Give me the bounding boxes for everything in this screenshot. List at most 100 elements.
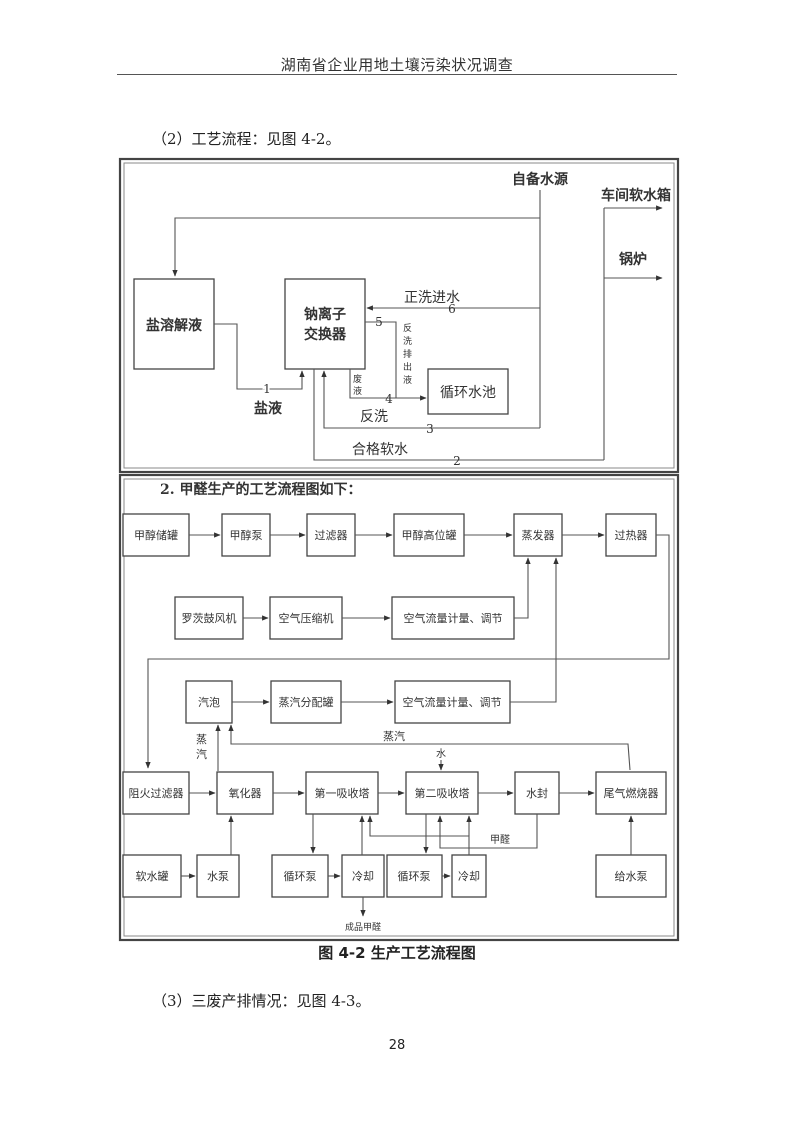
process-intro-paragraph: （2）工艺流程：见图 4-2。	[152, 130, 341, 148]
supply-to-salt-line	[172, 217, 540, 277]
svg-text:蒸: 蒸	[196, 733, 207, 746]
backwash-line	[321, 370, 540, 429]
flow-connector	[367, 815, 470, 855]
circ-pump-1-label: 循环泵	[284, 870, 317, 883]
n5-label: 5	[375, 315, 383, 329]
steam-drum-label: 汽泡	[198, 695, 220, 709]
n6-label: 6	[448, 302, 456, 316]
flow-connector	[145, 534, 670, 769]
methanol-head-tank-box	[393, 513, 465, 557]
frame-part1	[118, 157, 680, 474]
cooling-1-label: 冷却	[352, 870, 374, 883]
cooling-2-label: 冷却	[458, 870, 480, 883]
svg-text:废: 废	[353, 373, 362, 385]
brine-label: 盐液	[254, 400, 283, 417]
absorber-1-box	[305, 771, 379, 815]
svg-text:洗: 洗	[403, 335, 412, 347]
exchanger-label-line2: 交换器	[304, 326, 347, 343]
steam-vertical-label: 蒸 汽	[196, 733, 207, 761]
superheater-label: 过热器	[615, 529, 648, 542]
oxidizer-box	[216, 771, 274, 815]
circ-pump-1-box	[271, 854, 329, 898]
header-divider	[117, 74, 677, 75]
flow-connector	[437, 814, 538, 849]
soft-water-tank-label: 软水罐	[136, 869, 169, 883]
tail-gas-burner-label: 尾气燃烧器	[604, 786, 659, 800]
part2-title: 2. 甲醛生产的工艺流程图如下：	[160, 481, 362, 498]
svg-text:液: 液	[353, 385, 362, 397]
steam-label: 蒸汽	[383, 729, 405, 743]
absorber-1-label: 第一吸收塔	[315, 786, 370, 800]
superheater-box	[605, 513, 657, 557]
water-label: 水	[436, 748, 446, 760]
n4-label: 4	[385, 392, 393, 406]
page-number: 28	[388, 1038, 406, 1053]
methanol-head-tank-label: 甲醇高位罐	[402, 528, 457, 542]
air-flow-meter-2-label: 空气流量计量、调节	[403, 695, 502, 709]
brine-line	[214, 323, 305, 390]
circ-pump-2-label: 循环泵	[398, 870, 431, 883]
absorber-2-box	[405, 771, 479, 815]
flow-connector	[510, 557, 559, 703]
evaporator-box	[513, 513, 563, 557]
cooling-2-box	[451, 854, 487, 898]
svg-text:汽: 汽	[196, 747, 207, 761]
frame-border	[118, 473, 680, 942]
water-source-label: 自备水源	[512, 171, 568, 188]
n3-label: 3	[426, 422, 434, 436]
backwash-label: 反洗	[360, 409, 388, 425]
qualified-water-label: 合格软水	[352, 442, 408, 458]
air-flow-meter-2-box	[394, 680, 511, 724]
formaldehyde-diagram: 2. 甲醛生产的工艺流程图如下： 甲醇储罐 甲醇泵 过滤器 甲醇高位罐 蒸发器 …	[122, 481, 670, 933]
flame-arrester-label: 阻火过滤器	[129, 787, 184, 800]
flame-arrester-box	[122, 771, 190, 815]
waste-liquid-line	[349, 369, 427, 401]
roots-blower-box	[174, 596, 244, 640]
n2-label: 2	[453, 454, 461, 468]
waste-intro-paragraph: （3）三废产排情况：见图 4-3。	[152, 992, 371, 1010]
svg-text:排: 排	[403, 348, 412, 360]
page-header: 湖南省企业用地土壤污染状况调查	[280, 56, 514, 74]
steam-distributor-box	[270, 680, 342, 724]
water-seal-box	[514, 771, 560, 815]
filter-box	[306, 513, 356, 557]
water-pump-label: 水泵	[207, 870, 229, 883]
methanol-storage-box	[122, 513, 190, 557]
flow-connector	[514, 557, 531, 619]
figure-caption: 图 4-2 生产工艺流程图	[318, 944, 476, 962]
cooling-1-box	[341, 854, 385, 898]
evaporator-label: 蒸发器	[522, 528, 555, 542]
recycle-pool-box	[427, 368, 509, 415]
sodium-exchanger-box	[284, 278, 366, 370]
backwash-discharge-vertical-label: 反 洗 排 出 液	[403, 323, 412, 386]
methanol-pump-label: 甲醇泵	[230, 528, 263, 542]
n1-label-fg: 1	[263, 382, 271, 396]
forward-wash-label: 正洗进水	[404, 290, 460, 306]
frame-border	[118, 157, 680, 474]
steam-distributor-label: 蒸汽分配罐	[279, 695, 334, 709]
svg-text:反: 反	[403, 323, 412, 334]
svg-text:液: 液	[403, 374, 412, 386]
svg-text:出: 出	[403, 361, 412, 373]
oxidizer-label: 氧化器	[229, 786, 262, 800]
n1-label: 1	[263, 382, 271, 396]
circ-pump-2-box	[386, 854, 443, 898]
air-flow-meter-1-label: 空气流量计量、调节	[404, 611, 503, 625]
feed-pump-label: 给水泵	[615, 870, 648, 883]
salt-dissolve-label: 盐溶解液	[146, 317, 203, 334]
air-compressor-label: 空气压缩机	[279, 611, 334, 625]
softening-diagram: 盐溶解液 钠离子 交换器 循环水池 自备水源 车间软水箱 锅炉 正洗进水 6 1…	[133, 171, 671, 468]
tail-gas-burner-box	[595, 771, 667, 815]
methanol-pump-box	[221, 513, 271, 557]
methanol-storage-label: 甲醇储罐	[134, 528, 178, 542]
absorber-2-label: 第二吸收塔	[415, 786, 470, 800]
frame-part2	[118, 473, 680, 942]
backwash-discharge-line	[365, 321, 397, 398]
product-label: 成品甲醛	[345, 921, 381, 933]
exchanger-label-line1: 钠离子	[304, 306, 346, 323]
frame-border	[123, 162, 675, 469]
boiler-label: 锅炉	[619, 251, 647, 268]
workshop-tank-label: 车间软水箱	[601, 187, 671, 204]
air-flow-meter-1-box	[391, 596, 515, 640]
